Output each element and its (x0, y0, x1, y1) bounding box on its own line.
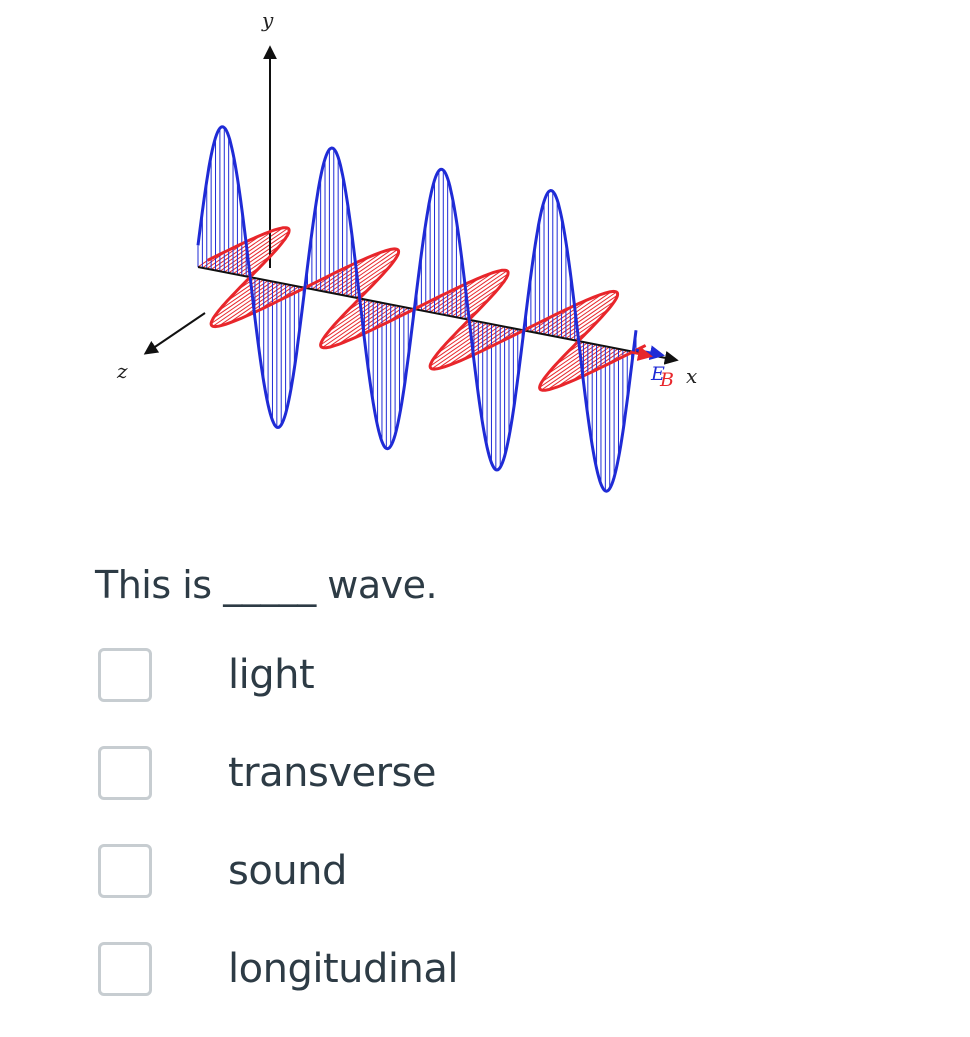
question-suffix: wave. (327, 563, 438, 607)
magnetic-hatch-line (556, 294, 618, 338)
z-axis (143, 312, 206, 355)
option-label: light (228, 652, 315, 698)
option-sound[interactable]: sound (98, 841, 458, 901)
magnetic-hatch-line (438, 269, 503, 315)
magnetic-hatch-line (333, 249, 398, 294)
magnetic-hatch-line (219, 227, 284, 272)
magnetic-field-curve (206, 226, 647, 392)
magnetic-hatch-line (447, 273, 509, 316)
option-label: sound (228, 848, 347, 894)
magnetic-hatch-line (350, 305, 400, 340)
answer-options: light transverse sound longitudinal (98, 645, 458, 1037)
magnetic-hatch-line (447, 326, 505, 367)
magnetic-hatch-line (237, 244, 281, 276)
magnetic-hatch-line (218, 279, 264, 312)
checkbox[interactable] (98, 844, 152, 898)
magnetic-hatch-line (429, 323, 492, 367)
magnetic-hatch-line (218, 282, 282, 327)
x-axis-label: x (686, 364, 697, 388)
magnetic-hatch-line (223, 227, 289, 273)
magnetic-hatch-line (546, 343, 593, 375)
magnetic-hatch-line (228, 283, 286, 324)
magnetic-hatch-line (442, 270, 508, 316)
option-label: longitudinal (228, 946, 458, 992)
magnetic-hatch-line (434, 272, 494, 314)
option-longitudinal[interactable]: longitudinal (98, 939, 458, 999)
magnetic-hatch-line (346, 266, 390, 297)
question-text: This is _____ wave. (95, 563, 438, 607)
magnetic-hatch-line (327, 303, 392, 348)
question-prefix: This is (95, 563, 212, 607)
y-axis-label: y (261, 8, 274, 32)
magnetic-hatch-line (431, 324, 497, 370)
checkbox[interactable] (98, 746, 152, 800)
option-transverse[interactable]: transverse (98, 743, 458, 803)
magnetic-hatch-line (327, 300, 374, 333)
magnetic-hatch-line (337, 252, 399, 295)
magnetic-hatch-line (456, 287, 500, 318)
electric-field-curve (196, 125, 638, 493)
magnetic-hatch-line (552, 291, 617, 337)
magnetic-hatch-line (460, 326, 510, 361)
magnetic-hatch-line (320, 302, 383, 346)
magnetic-hatch-line (322, 303, 387, 348)
x-axis (197, 266, 679, 365)
magnetic-hatch-line (437, 325, 501, 370)
magnetic-hatch-line (539, 344, 602, 388)
magnetic-hatch-line (212, 281, 278, 327)
z-axis-label: z (116, 359, 128, 383)
b-vector-arrow (629, 346, 653, 362)
magnetic-hatch-line (556, 347, 615, 388)
magnetic-hatch-line (210, 281, 273, 325)
magnetic-hatch-line (569, 348, 619, 383)
magnetic-hatch-line (437, 321, 483, 354)
magnetic-hatch-line (228, 231, 290, 274)
question-blank: _____ (223, 563, 316, 607)
magnetic-hatch-line (541, 345, 606, 391)
e-vector-label: E (650, 363, 665, 385)
magnetic-hatch-line (215, 229, 275, 271)
magnetic-hatch-line (543, 293, 603, 335)
magnetic-hatch-line (548, 291, 612, 336)
checkbox[interactable] (98, 942, 152, 996)
em-wave-figure: y z x E B (116, 8, 697, 493)
checkbox[interactable] (98, 648, 152, 702)
magnetic-hatch-line (337, 304, 396, 346)
option-label: transverse (228, 750, 437, 796)
magnetic-hatch-line (329, 248, 393, 293)
b-vector-label: B (659, 369, 674, 391)
magnetic-hatch-line (324, 250, 384, 293)
magnetic-hatch-line (546, 346, 611, 391)
magnetic-hatch-line (565, 308, 609, 339)
option-light[interactable]: light (98, 645, 458, 705)
magnetic-hatch-line (241, 284, 291, 319)
